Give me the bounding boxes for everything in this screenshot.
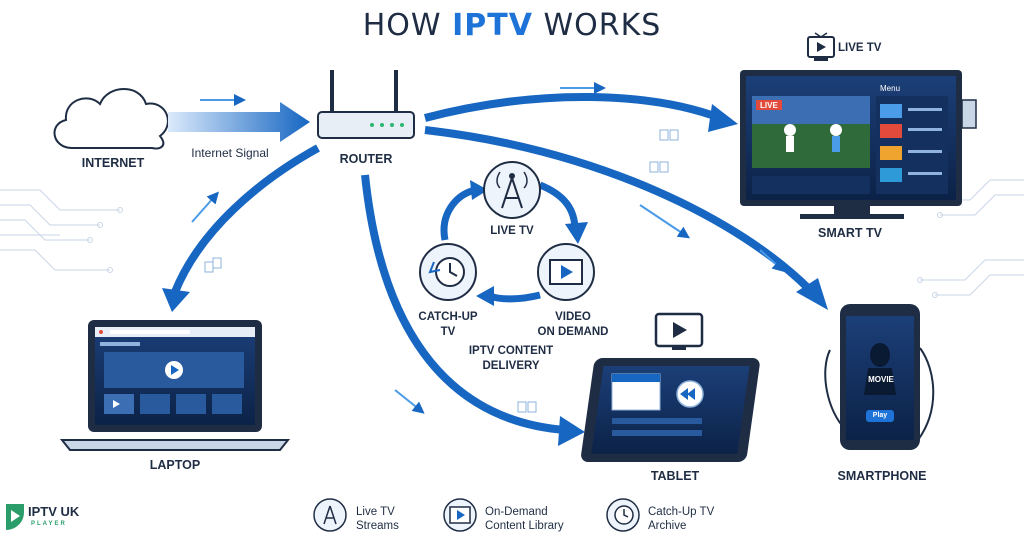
film-icon — [537, 243, 595, 301]
legend-tower-icon — [313, 498, 347, 532]
label-laptop: LAPTOP — [149, 458, 201, 472]
cycle-live-tv: LIVE TV — [490, 225, 534, 237]
cloud-icon — [53, 88, 169, 150]
live-tv-small-icon — [807, 32, 835, 61]
cycle-arrows — [440, 180, 588, 306]
tv-live-badge: LIVE — [760, 101, 778, 110]
arrow-to-laptop — [162, 144, 320, 312]
cycle-catch-up: CATCH-UP TV — [418, 311, 478, 338]
legend-on-demand: On-Demand Content Library — [485, 506, 564, 532]
clock-icon — [419, 243, 477, 301]
phone-play-button: Play — [872, 412, 888, 419]
label-smart-tv: SMART TV — [818, 226, 882, 240]
title-accent: IPTV — [452, 8, 533, 43]
tower-icon — [483, 161, 541, 219]
legend-film-icon — [443, 498, 477, 532]
circuit-decor-left — [0, 189, 123, 273]
smart-tv-icon — [740, 70, 977, 219]
logo-text: IPTV UK — [28, 504, 80, 519]
logo-icon — [6, 504, 24, 530]
label-tablet: TABLET — [650, 469, 700, 483]
packet-icons — [204, 129, 679, 413]
arrow-to-smartphone — [424, 126, 828, 310]
legend-clock-icon — [606, 498, 640, 532]
logo-subtext: PLAYER — [31, 521, 67, 527]
legend-catch-up: Catch-Up TV Archive — [648, 506, 715, 532]
tv-small-icon — [654, 312, 704, 350]
page-title: HOW IPTV WORKS — [0, 8, 1024, 43]
tablet-icon — [581, 358, 760, 462]
label-smartphone: SMARTPHONE — [837, 469, 927, 483]
laptop-icon — [59, 320, 291, 451]
legend-live-tv-streams: Live TV Streams — [356, 506, 399, 532]
label-router: ROUTER — [339, 152, 393, 166]
signal-arrow — [168, 94, 310, 142]
label-internet: INTERNET — [81, 156, 145, 170]
tv-menu-label: Menu — [880, 84, 901, 93]
cycle-vod: VIDEO ON DEMAND — [537, 311, 609, 338]
cycle-caption: IPTV CONTENT DELIVERY — [468, 345, 554, 372]
title-prefix: HOW — [362, 8, 453, 43]
label-internet-signal: Internet Signal — [191, 146, 269, 160]
phone-movie-label: MOVIE — [868, 375, 894, 384]
title-suffix: WORKS — [532, 8, 662, 43]
arrow-to-tablet — [361, 174, 585, 446]
router-icon — [317, 70, 415, 139]
label-live-tv-top: LIVE TV — [838, 42, 882, 54]
smartphone-icon — [824, 304, 935, 450]
arrow-to-smart-tv — [423, 82, 738, 132]
